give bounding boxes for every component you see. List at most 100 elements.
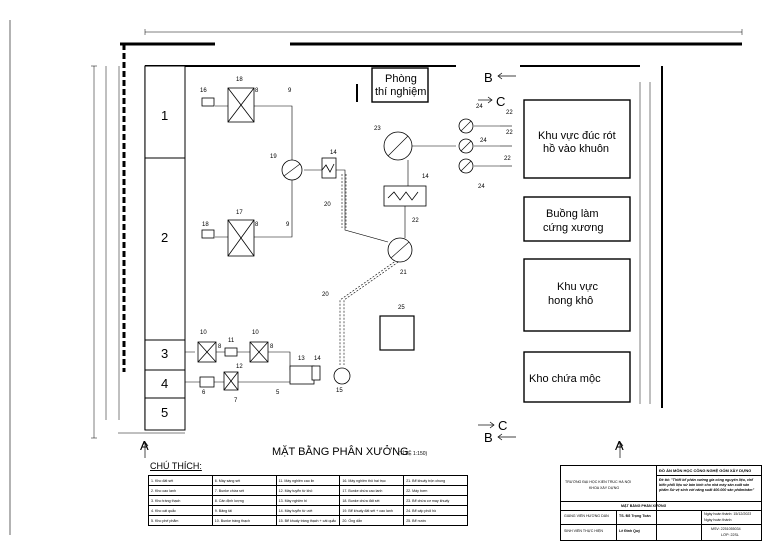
legend-cell: 1. Kho đất sét — [148, 475, 213, 486]
machine-number-label: 19 — [270, 154, 277, 160]
hardening-room-label-2: cứng xương — [543, 222, 603, 234]
machine-number-label: 14 — [330, 150, 337, 156]
section-mark-c-bottom: C — [498, 418, 507, 433]
machine-number-label: 16 — [200, 88, 207, 94]
machine-number-label: 8 — [255, 222, 259, 228]
completion-date: Ngày hoàn thành: 15/12/2023 — [704, 512, 752, 516]
legend-cell: 16. Máy nghiền thô hai trục — [339, 475, 405, 486]
student-class: LỚP: 22SL — [721, 533, 739, 537]
section-marks — [141, 72, 624, 458]
machine-number-label: 23 — [374, 126, 381, 132]
casting-area-label-2: hồ vào khuôn — [543, 143, 609, 155]
supervisor-name: TS. Đỗ Trọng Toàn — [619, 514, 651, 518]
machine-number-label: 24 — [478, 184, 485, 190]
machine-number-label: 8 — [255, 88, 259, 94]
pumps — [474, 125, 512, 167]
machine-number-label: 8 — [270, 344, 274, 350]
supervisor-label: GIẢNG VIÊN HƯỚNG DẪN — [564, 514, 609, 518]
student-id: MSV: 2251055034 — [711, 527, 741, 531]
machine-number-label: 20 — [322, 292, 329, 298]
machine-number-label: 18 — [236, 77, 243, 83]
school-name: TRƯỜNG ĐẠI HỌC KIẾN TRÚC HÀ NỘI — [565, 480, 631, 484]
machine-number-label: 22 — [504, 156, 511, 162]
legend-cell: 18. Bunke chứa đất sét — [339, 495, 405, 506]
legend-cell: 15. Bể khuấy tràng thạch + cát quắc — [275, 515, 341, 526]
tank-diagonals — [283, 120, 472, 259]
storage-label: Kho chứa mộc — [529, 373, 601, 385]
legend-title: CHÚ THÍCH: — [150, 461, 202, 471]
section-mark-c-top: C — [496, 94, 505, 109]
drawing-scale: (TỈ LỆ 1:150) — [398, 449, 428, 457]
student-label: SINH VIÊN THỰC HIỆN — [564, 529, 603, 533]
legend-cell: 4. Kho cát quắc — [148, 505, 213, 516]
bay-label-1: 1 — [161, 108, 168, 123]
legend-cell: 19. Bể khuấy đất sét + cao lanh — [339, 505, 405, 516]
legend-cell: 12. Máy tuyển từ khô — [275, 485, 341, 496]
legend-cell: 11. Máy nghiền cao lin — [275, 475, 341, 486]
legend-cell: 3. Kho tràng thạch — [148, 495, 213, 506]
machine-number-label: 10 — [200, 330, 207, 336]
machine-number-label: 22 — [506, 110, 513, 116]
lab-room-label-1: Phòng — [385, 73, 417, 85]
mixing-tanks — [281, 118, 474, 385]
legend-cell: 22. Máy bơm — [403, 485, 468, 496]
machine-number-label: 15 — [336, 388, 343, 394]
machine-number-label: 8 — [218, 344, 222, 350]
section-mark-a-right: A — [615, 438, 624, 453]
completion-date-alt: Ngày hoàn thành: — [704, 518, 733, 522]
machine-number-label: 5 — [276, 390, 280, 396]
machine-number-label: 7 — [234, 398, 238, 404]
project-title: ĐỒ ÁN MÔN HỌC CÔNG NGHỆ GỐM XÂY DỰNG — [659, 468, 752, 473]
machine-number-label: 22 — [506, 130, 513, 136]
bunker-machines — [197, 87, 321, 391]
legend-cell: 21. Bể khuấy trộn chung — [403, 475, 468, 486]
machine-number-label: 17 — [236, 210, 243, 216]
machine-number-label: 22 — [412, 218, 419, 224]
machine-number-label: 20 — [324, 202, 331, 208]
machine-number-label: 14 — [422, 174, 429, 180]
dimension-lines — [91, 29, 743, 439]
drying-area-label-2: hong khô — [548, 295, 593, 307]
project-topic: Đề tài: "Thiết kế phân xưởng gia công ng… — [659, 478, 755, 492]
machine-number-label: 21 — [400, 270, 407, 276]
bay-label-2: 2 — [161, 230, 168, 245]
legend-cell: 24. Bể cấp phối hồ — [403, 505, 468, 516]
section-mark-b-top: B — [484, 70, 493, 85]
machine-number-label: 13 — [298, 356, 305, 362]
title-block: ĐỒ ÁN MÔN HỌC CÔNG NGHỆ GỐM XÂY DỰNG Đề … — [560, 465, 762, 541]
right-rooms — [523, 99, 631, 403]
storage-bays — [144, 65, 186, 431]
legend-cell: 17. Bunke chứa cao lanh — [339, 485, 405, 496]
machine-number-label: 14 — [314, 356, 321, 362]
section-mark-b-bottom: B — [484, 430, 493, 445]
section-mark-a-left: A — [140, 438, 149, 453]
lab-room — [356, 67, 429, 103]
machine-number-label: 9 — [288, 88, 292, 94]
machine-number-label: 6 — [202, 390, 206, 396]
hardening-room-label-1: Buồng làm — [546, 208, 599, 220]
legend-cell: 10. Bunke tràng thạch — [211, 515, 277, 526]
machine-number-label: 24 — [480, 138, 487, 144]
legend-cell: 25. Bể nước — [403, 515, 468, 526]
legend-cell: 2. Kho cao lanh — [148, 485, 213, 496]
legend-cell: 13. Máy nghiền bi — [275, 495, 341, 506]
machine-number-label: 9 — [286, 222, 290, 228]
legend-cell: 6. Máy sàng sét — [211, 475, 277, 486]
magnetic-separators — [321, 157, 427, 207]
machine-number-label: 11 — [228, 338, 235, 344]
machine-number-label: 10 — [252, 330, 259, 336]
legend-cell: 14. Máy tuyển từ ướt — [275, 505, 341, 516]
drawing-title: MẶT BẰNG PHÂN XƯỞNG — [272, 445, 409, 458]
bay-label-5: 5 — [161, 405, 168, 420]
machine-number-label: 18 — [202, 222, 209, 228]
bay-label-4: 4 — [161, 376, 168, 391]
walls — [120, 42, 742, 430]
legend-cell: 9. Băng tải — [211, 505, 277, 516]
machine-number-label: 12 — [236, 364, 243, 370]
